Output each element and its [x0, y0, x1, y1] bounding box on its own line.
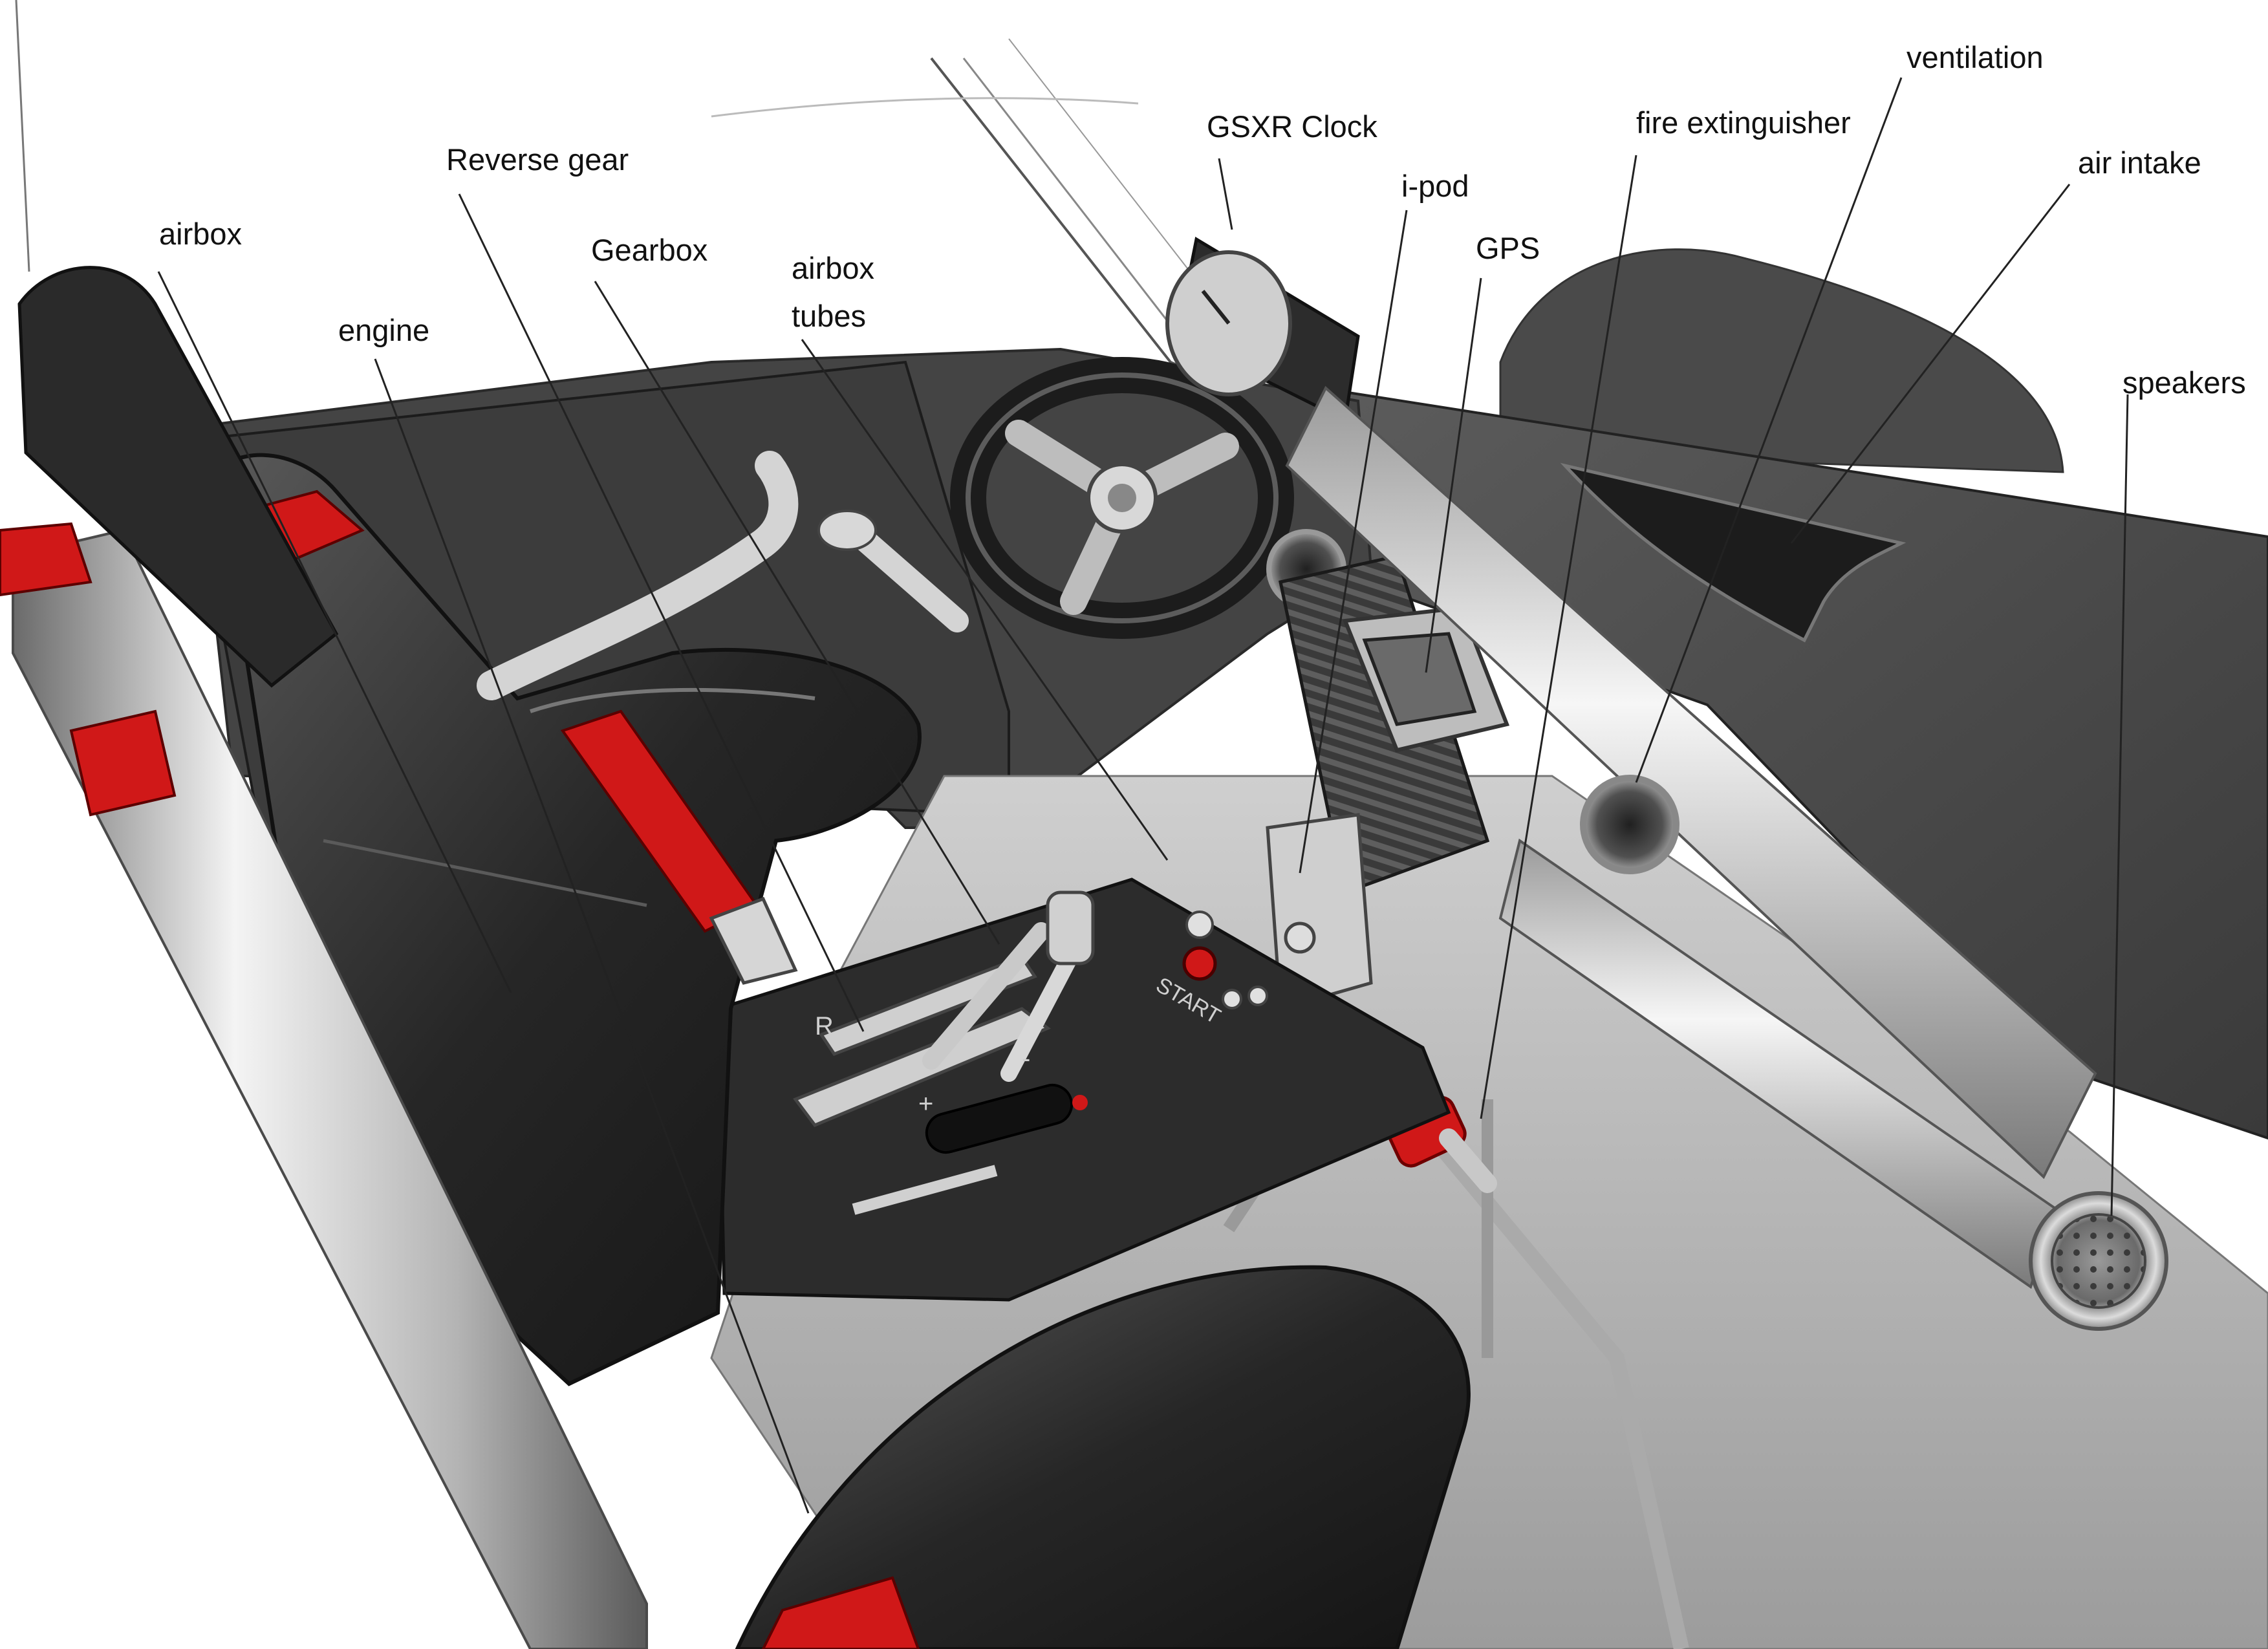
passenger-seat [735, 1265, 1471, 1649]
leader-speakers [2110, 394, 2129, 1216]
label-airbox-tubes-line2: tubes [792, 299, 866, 333]
leader-lines [157, 77, 2129, 1514]
label-gearbox: Gearbox [591, 233, 708, 267]
steering-wheel [950, 357, 1294, 639]
label-air-intake: air intake [2078, 146, 2201, 180]
label-gps: GPS [1476, 231, 1540, 265]
leader-air-intake [1790, 184, 2071, 544]
ventilation-outlet [1580, 775, 1679, 874]
dash-crossbar [1285, 385, 2097, 1289]
transmission-console [716, 878, 1451, 1302]
leader-reverse-gear [458, 193, 865, 1032]
label-fire-extinguisher: fire extinguisher [1636, 105, 1851, 140]
label-speakers: speakers [2122, 365, 2246, 400]
leader-ipod [1299, 210, 1408, 874]
label-airbox: airbox [159, 217, 243, 251]
roll-bar-clamps [0, 522, 920, 1649]
leader-airbox-tubes [801, 339, 1169, 861]
leader-gearbox [594, 281, 1000, 945]
air-intake [1560, 462, 1906, 643]
speaker-grille [2029, 1191, 2168, 1331]
shifter-plus-engraving: + [918, 1090, 933, 1118]
shifter-r-engraving: R [815, 1012, 834, 1040]
wheel-arch [1499, 248, 2064, 473]
label-airbox-tubes-line1: airbox [792, 251, 875, 285]
leader-gps [1425, 277, 1482, 673]
label-engine: engine [338, 313, 430, 347]
leader-ventilation [1635, 77, 1903, 783]
label-reverse-gear: Reverse gear [446, 142, 629, 177]
label-ipod: i-pod [1401, 169, 1469, 203]
door-handles [477, 451, 969, 700]
leader-fire-extinguisher [1480, 155, 1637, 1119]
center-stack [1266, 554, 1510, 1011]
gsxr-clock [1165, 237, 1360, 423]
leader-gsxr-clock [1218, 158, 1233, 230]
label-ventilation: ventilation [1906, 40, 2044, 74]
leader-airbox [157, 271, 512, 993]
label-gsxr-clock: GSXR Clock [1207, 109, 1377, 144]
shifter-minus-engraving: - [1022, 1044, 1030, 1073]
leader-engine [374, 358, 810, 1514]
roll-bar [12, 266, 648, 1649]
